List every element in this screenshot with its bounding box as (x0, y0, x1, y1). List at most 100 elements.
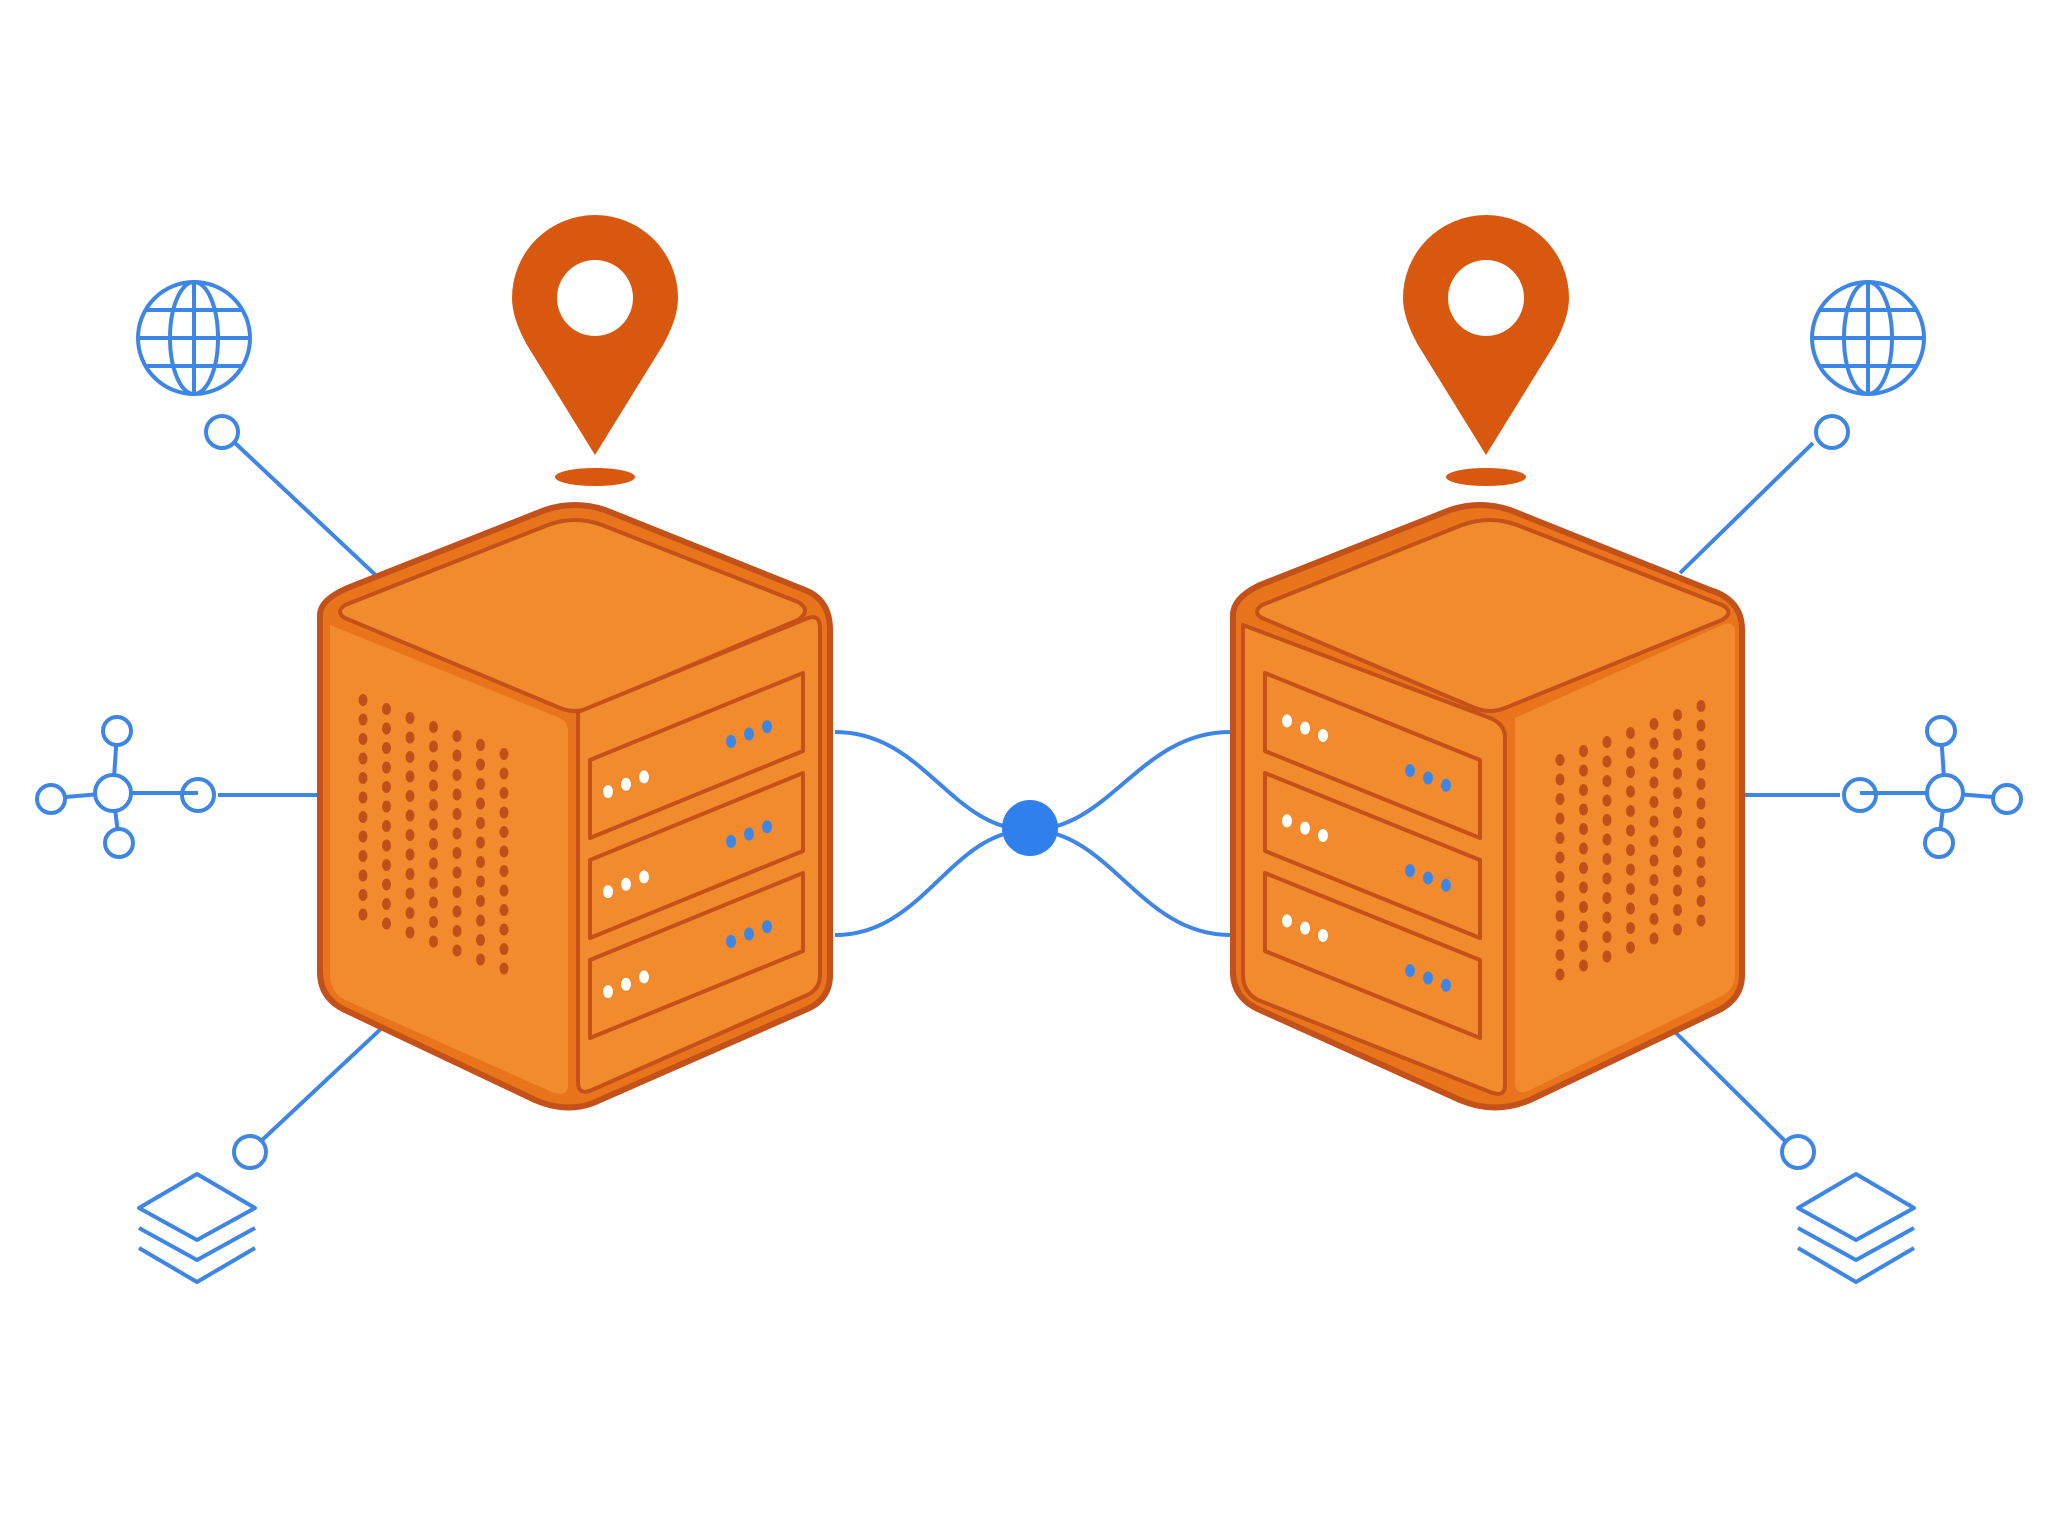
status-led-white (1282, 714, 1292, 728)
vent-dot (1649, 796, 1659, 808)
vent-dot (358, 733, 368, 745)
vent-dot (1673, 748, 1682, 760)
vent-dot (429, 896, 438, 909)
status-led-blue (1423, 871, 1433, 885)
status-led-white (603, 985, 613, 999)
vent-dot (1555, 949, 1565, 961)
vent-dot (429, 799, 438, 811)
vent-dot (1649, 776, 1659, 789)
vent-dot (382, 742, 391, 754)
vent-dot (405, 848, 415, 861)
pin-left-shadow (555, 468, 635, 486)
vent-dot (382, 839, 391, 852)
server-left-vent-face (330, 625, 568, 1094)
vent-dot (1696, 739, 1706, 751)
vent-dot (1673, 709, 1682, 721)
vent-dot (1673, 806, 1682, 819)
vent-dot (1696, 778, 1706, 790)
cable-left-upper (834, 730, 1031, 832)
status-led-white (621, 777, 631, 791)
pin-right-shadow (1446, 468, 1526, 486)
vent-dot (1555, 968, 1565, 981)
rack-unit (1263, 871, 1482, 1040)
vent-dot (476, 778, 485, 790)
vent-dot (499, 923, 509, 936)
vent-dot (358, 752, 368, 765)
status-led-blue (1423, 971, 1433, 985)
vent-dot (499, 865, 509, 877)
vent-dot (452, 886, 462, 898)
vent-dot (405, 751, 415, 763)
vent-dot (358, 850, 368, 862)
vent-dot (1673, 865, 1682, 877)
vent-dot (1649, 835, 1659, 847)
status-led-white (1318, 928, 1328, 942)
server-right-rack-units (1263, 671, 1482, 1040)
status-led-white (603, 885, 613, 899)
vent-dot (429, 760, 438, 772)
vent-dot (405, 790, 415, 802)
vent-dot (1626, 844, 1635, 856)
vent-dot (452, 788, 462, 801)
vent-dot (1696, 856, 1706, 868)
vent-dot (1626, 824, 1635, 837)
rack-unit (1263, 771, 1482, 940)
pin-left-hole (557, 260, 633, 336)
vent-dot (1673, 787, 1682, 799)
status-led-white (1282, 914, 1292, 928)
vent-dot (1602, 814, 1612, 826)
vent-dot (1579, 745, 1588, 757)
vent-dot (1649, 893, 1659, 906)
vent-dot (429, 740, 438, 753)
vent-dot (452, 808, 462, 820)
vent-dot (358, 811, 368, 823)
vent-dot (1649, 932, 1659, 945)
vent-dot (452, 730, 462, 742)
vent-dot (499, 962, 509, 975)
server-left-rack-units (588, 671, 805, 1040)
status-led-blue (744, 727, 754, 741)
status-led-blue (1405, 864, 1415, 878)
vent-dot (429, 935, 438, 948)
vent-dot (1626, 805, 1635, 817)
vent-dot (358, 908, 368, 921)
vent-dot (429, 838, 438, 850)
vent-dot (405, 829, 415, 841)
vent-dot (1579, 901, 1588, 913)
location-pin-right (1403, 215, 1569, 486)
cable-right-lower (1029, 828, 1231, 937)
vent-dot (1579, 823, 1588, 835)
vent-dot (1555, 890, 1565, 903)
vent-dot (1649, 737, 1659, 750)
vent-dot (358, 889, 368, 901)
vent-dot (1602, 833, 1612, 846)
rack-unit (1263, 671, 1482, 840)
vent-dot (1626, 746, 1635, 759)
vent-dot (452, 749, 462, 762)
vent-dot (1626, 863, 1635, 876)
vent-dot (1626, 941, 1635, 954)
vent-dot (429, 779, 438, 792)
server-left (317, 502, 833, 1111)
vent-dot (476, 953, 485, 966)
vent-dot (1579, 842, 1588, 855)
vent-dot (1579, 959, 1588, 972)
vent-dot (358, 869, 368, 882)
vent-dot (476, 836, 485, 849)
layers-icon (1796, 1172, 1916, 1284)
vent-dot (1673, 728, 1682, 741)
node-right-layers (1780, 1134, 1816, 1170)
vent-dot (476, 758, 485, 771)
vent-dot (1579, 764, 1588, 777)
status-led-white (621, 977, 631, 991)
vent-dot (1626, 727, 1635, 739)
vent-dot (1555, 910, 1565, 922)
vent-dot (1696, 914, 1706, 927)
vent-dot (429, 857, 438, 870)
status-led-white (639, 870, 649, 884)
vent-dot (476, 934, 485, 946)
line-right-layers (1671, 1028, 1789, 1145)
vent-dot (499, 767, 509, 780)
vent-dot (476, 797, 485, 810)
